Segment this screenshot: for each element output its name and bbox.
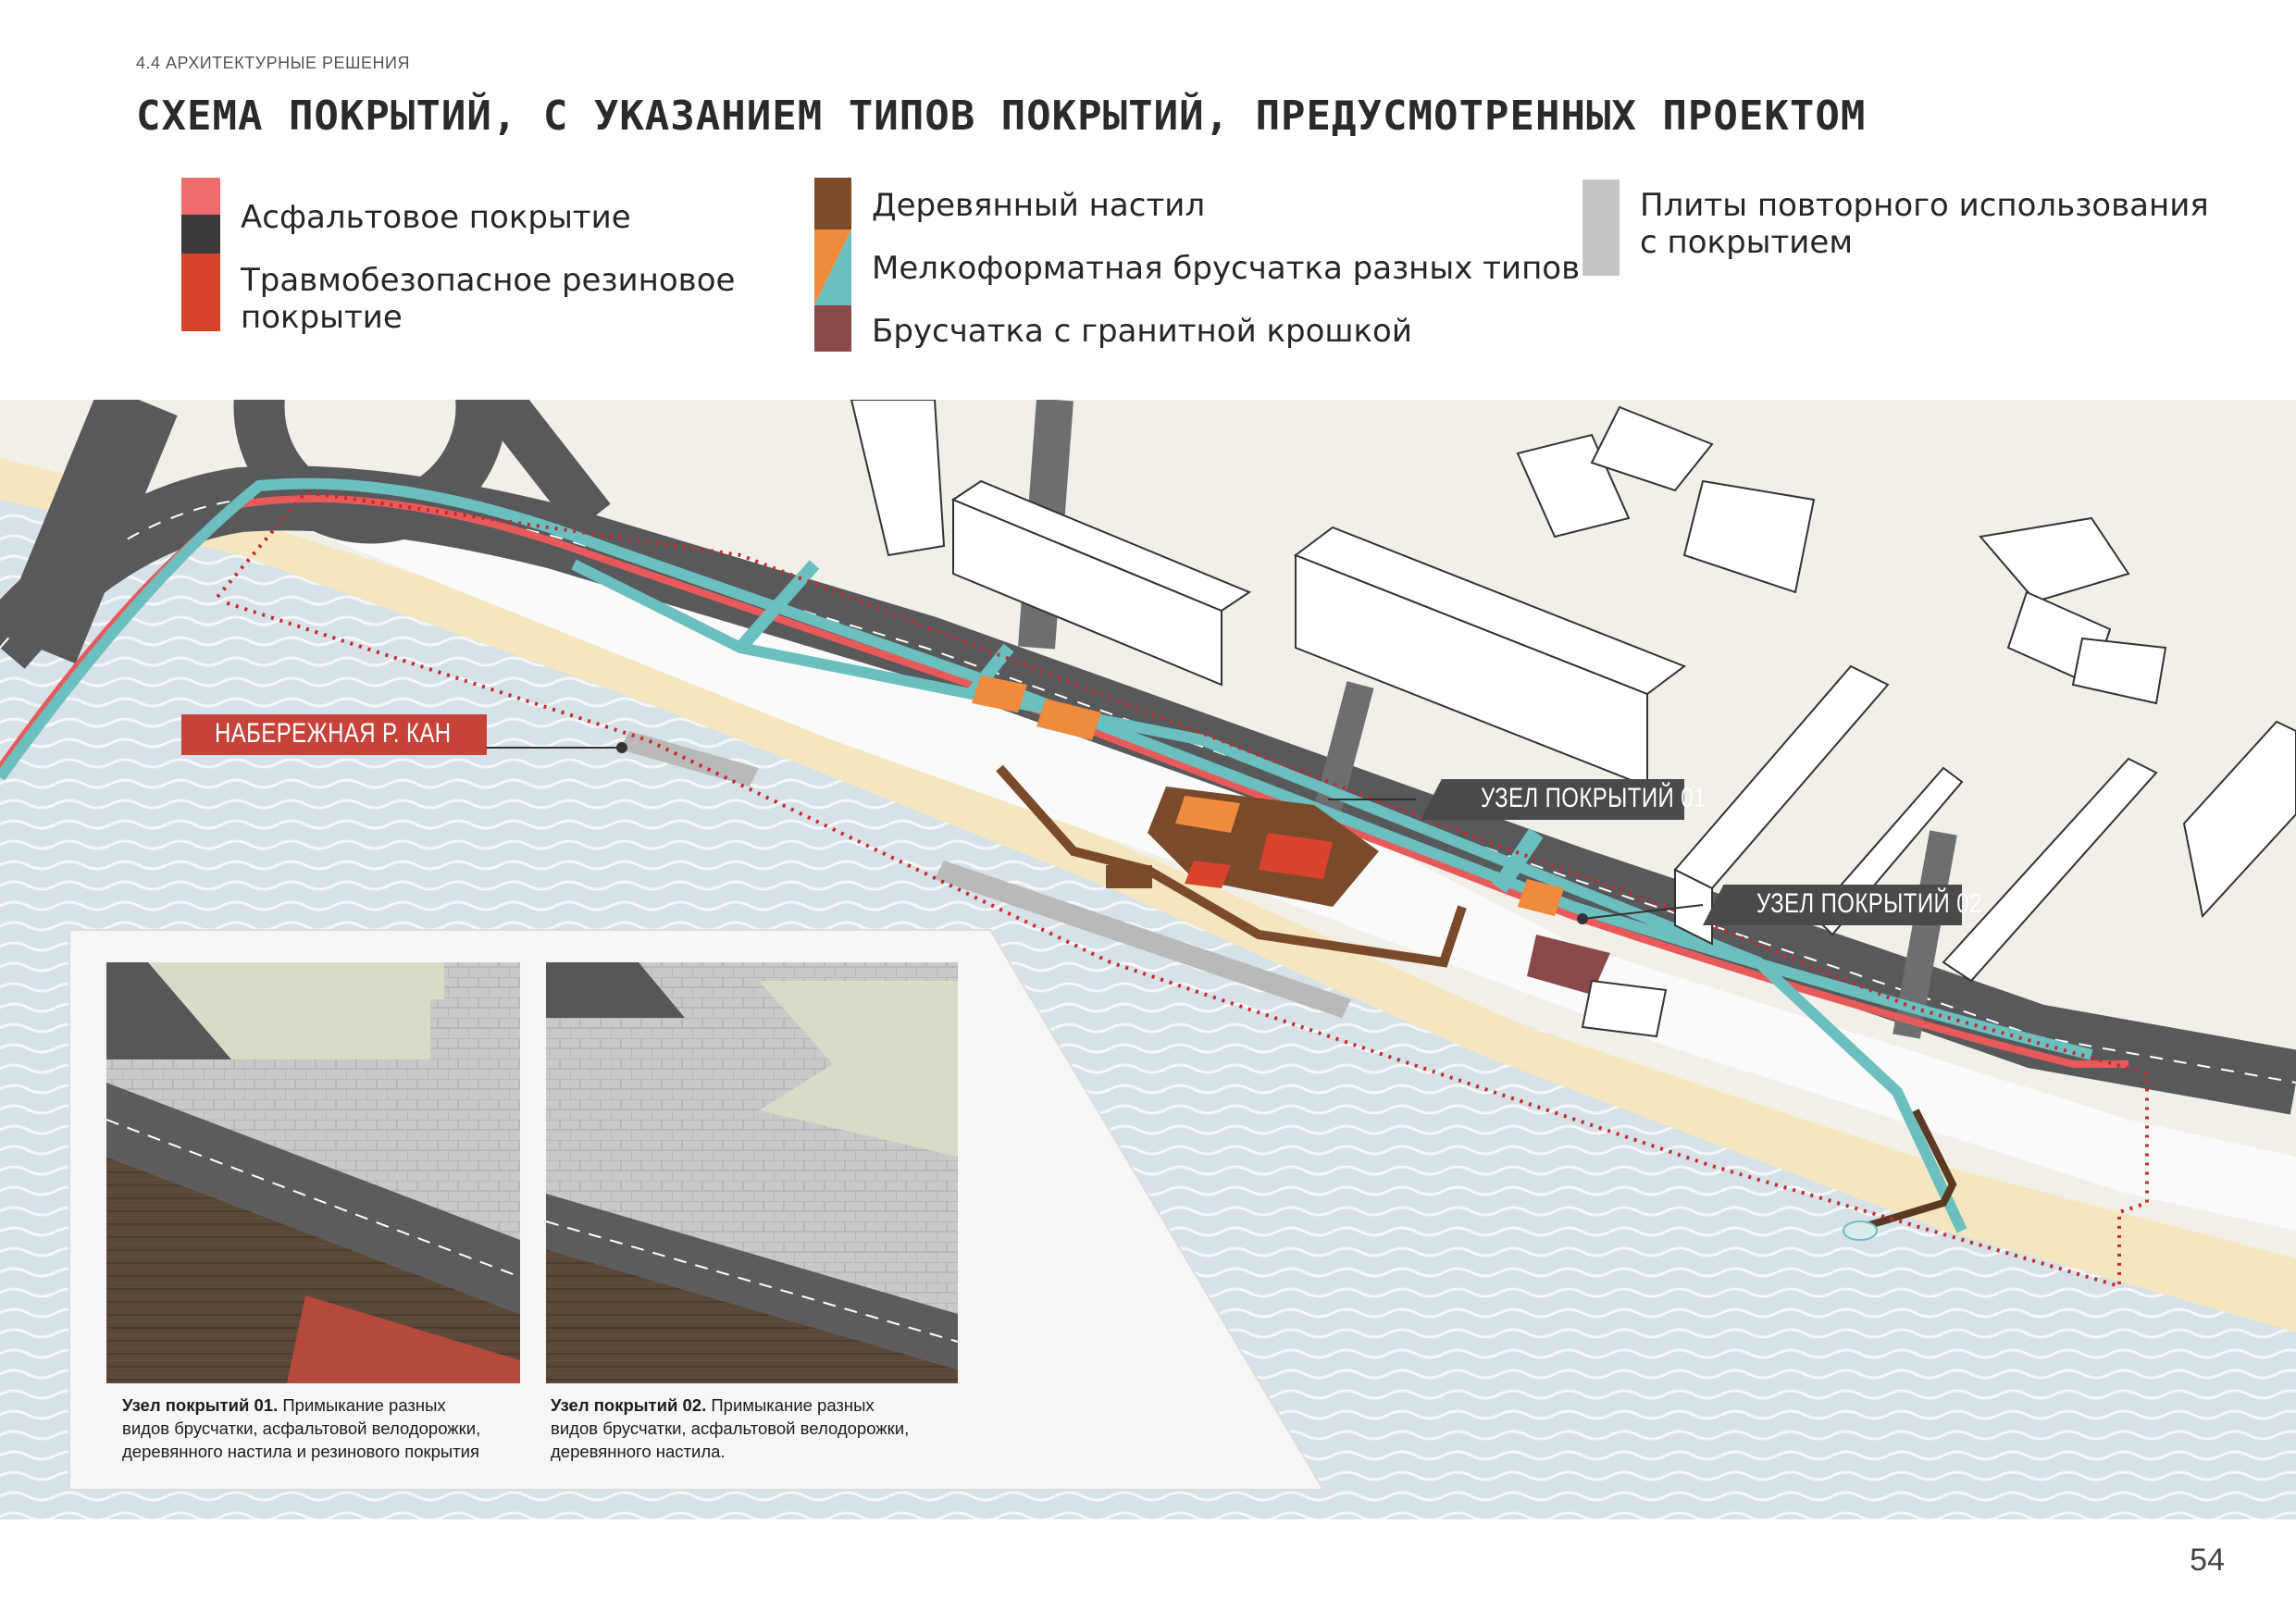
page-title: СХЕМА ПОКРЫТИЙ, С УКАЗАНИЕМ ТИПОВ ПОКРЫТ… (136, 93, 1867, 140)
inset-caption-1-l2: видов брусчатки, асфальтовой велодорожки… (122, 1419, 481, 1438)
site-plan-map (0, 400, 2296, 1519)
node1-label: УЗЕЛ ПОКРЫТИЙ 01 (1481, 783, 1706, 813)
legend-label-rubber-1: Травмобезопасное резиновое (241, 262, 736, 299)
inset-caption-2-l1: Примыкание разных (706, 1395, 875, 1415)
embankment-label-bg (181, 714, 487, 755)
inset-caption-2: Узел покрытий 02. Примыкание разных видо… (551, 1394, 909, 1463)
section-label: 4.4 АРХИТЕКТУРНЫЕ РЕШЕНИЯ (136, 54, 410, 72)
legend-swatch-rubber (181, 254, 220, 331)
legend-label-granite: Брусчатка с гранитной крошкой (872, 313, 1412, 350)
inset-caption-1-l1: Примыкание разных (278, 1395, 446, 1415)
embankment-label: НАБЕРЕЖНАЯ Р. КАН (215, 718, 452, 749)
legend-label-paving: Мелкоформатная брусчатка разных типов (872, 250, 1581, 287)
legend-swatch-reuse (1582, 180, 1620, 276)
legend-swatch-wood (814, 178, 851, 229)
inset-caption-2-bold: Узел покрытий 02. (551, 1395, 707, 1415)
page-number: 54 (2190, 1542, 2225, 1578)
node2-label-bg (1703, 885, 1962, 925)
inset-caption-2-l2: видов брусчатки, асфальтовой велодорожки… (551, 1419, 910, 1438)
legend-swatch-asphalt-red (181, 178, 220, 215)
legend-label-rubber-2: покрытие (241, 299, 403, 336)
node2-label: УЗЕЛ ПОКРЫТИЙ 02 (1756, 888, 1982, 919)
buildings (850, 400, 2296, 983)
wooden-boardwalk (996, 764, 1467, 968)
legend-label-wood: Деревянный настил (872, 187, 1206, 224)
paving-path (0, 477, 2093, 1060)
sand-beach (0, 458, 2296, 1332)
inset-node-2 (545, 962, 959, 1383)
inset-caption-1-l3: деревянного настила и резинового покрыти… (122, 1442, 480, 1461)
legend-swatch-asphalt-dark (181, 215, 220, 254)
legend-label-reuse-1: Плиты повторного использования (1640, 187, 2209, 224)
inset-caption-1-bold: Узел покрытий 01. (122, 1395, 279, 1415)
node1-label-bg (1421, 779, 1684, 820)
legend-label-asphalt: Асфальтовое покрытие (241, 199, 631, 236)
legend-swatch-paving (814, 229, 851, 305)
legend-label-reuse-2: с покрытием (1640, 224, 1853, 261)
legend-swatch-granite (814, 305, 851, 352)
inset-caption-1: Узел покрытий 01. Примыкание разных видо… (122, 1394, 480, 1463)
inset-caption-2-l3: деревянного настила. (551, 1442, 726, 1461)
roundabout (233, 400, 507, 544)
inset-node-1 (105, 962, 521, 1383)
